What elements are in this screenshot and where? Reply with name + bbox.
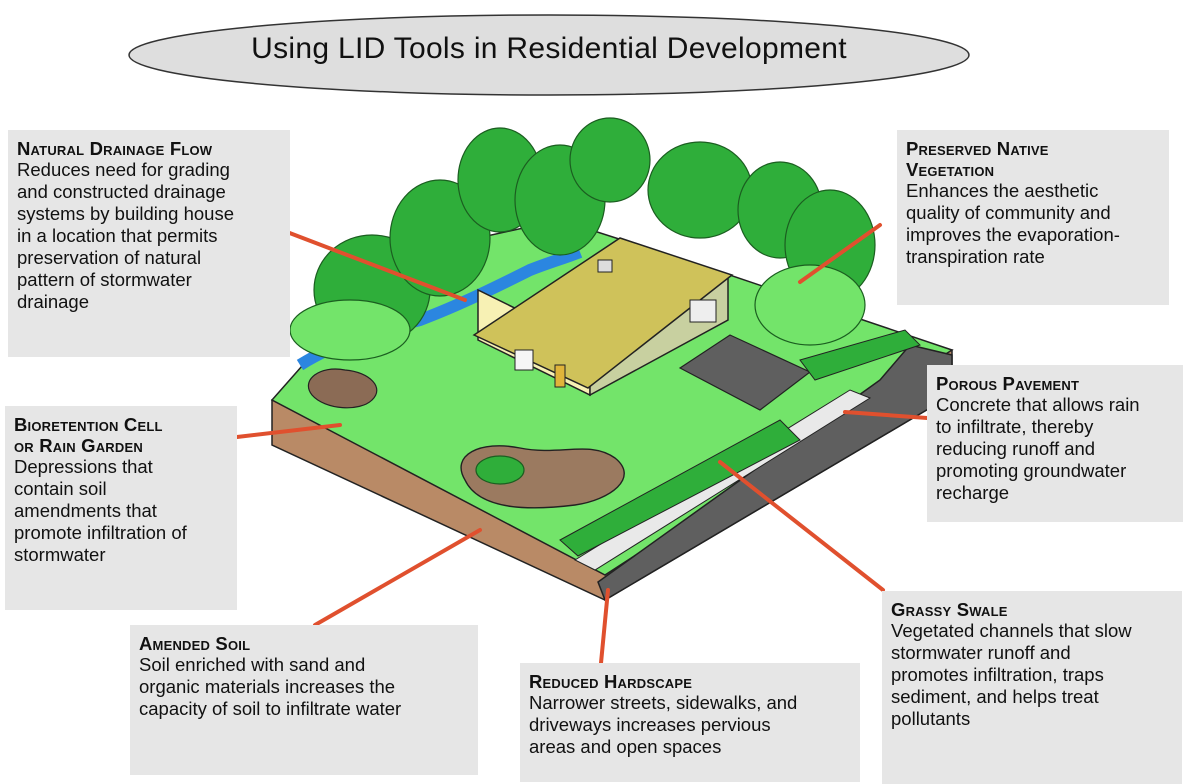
label-line: improves the evaporation- [906,224,1120,245]
label-line: quality of community and [906,202,1111,223]
label-line: Soil enriched with sand and [139,654,366,675]
label-reduced-hardscape: Reduced Hardscape Narrower streets, side… [520,663,860,782]
arrow-grassy-swale [718,460,885,592]
label-line: promoting groundwater [936,460,1127,481]
label-line: in a location that permits [17,225,218,246]
label-bioretention: Bioretention Cell or Rain Garden Depress… [5,406,237,610]
label-native-vegetation: Preserved Native Vegetation Enhances the… [897,130,1169,305]
label-line: capacity of soil to infiltrate water [139,698,402,719]
label-heading: Reduced Hardscape [529,671,693,692]
label-line: preservation of natural [17,247,202,268]
label-line: Vegetated channels that slow [891,620,1132,641]
label-line: driveways increases pervious [529,714,771,735]
label-amended-soil: Amended Soil Soil enriched with sand and… [130,625,478,775]
label-heading: Vegetation [906,159,995,180]
label-line: to infiltrate, thereby [936,416,1094,437]
label-porous-pavement: Porous Pavement Concrete that allows rai… [927,365,1183,522]
label-line: transpiration rate [906,246,1045,267]
arrow-amended-soil [313,528,482,627]
label-line: Enhances the aesthetic [906,180,1099,201]
arrow-reduced-hardscape [599,588,610,665]
label-line: pollutants [891,708,971,729]
door [554,364,566,388]
window [514,349,534,371]
label-line: stormwater [14,544,106,565]
label-heading: Grassy Swale [891,599,1008,620]
label-line: sediment, and helps treat [891,686,1099,707]
label-line: systems by building house [17,203,234,224]
diagram-title: Using LID Tools in Residential Developme… [251,32,847,65]
label-line: drainage [17,291,90,312]
label-heading: Amended Soil [139,633,251,654]
label-line: organic materials increases the [139,676,396,697]
pointer-arrows [235,223,929,665]
label-line: promotes infiltration, traps [891,664,1104,685]
label-line: Reduces need for grading [17,159,230,180]
trees [289,117,876,485]
rain-garden [307,368,378,409]
arrow-porous-pavement [843,410,929,420]
label-grassy-swale: Grassy Swale Vegetated channels that slo… [882,591,1182,784]
label-line: Depressions that [14,456,153,477]
swale [559,419,801,557]
garage-door [689,299,717,323]
arrow-native-vegetation [798,223,882,284]
label-line: stormwater runoff and [891,642,1071,663]
label-heading: Porous Pavement [936,373,1080,394]
title-ellipse [128,14,970,96]
label-natural-drainage: Natural Drainage Flow Reduces need for g… [8,130,290,357]
label-line: promote infiltration of [14,522,187,543]
label-line: contain soil [14,478,107,499]
label-heading: Natural Drainage Flow [17,138,213,159]
label-line: amendments that [14,500,157,521]
label-heading: Preserved Native [906,138,1049,159]
arrow-bioretention [235,423,342,439]
label-line: reducing runoff and [936,438,1096,459]
label-line: areas and open spaces [529,736,722,757]
house-roof [472,237,734,389]
road [597,344,953,602]
label-heading: or Rain Garden [14,435,143,456]
arrow-natural-drainage [285,230,467,302]
label-line: Narrower streets, sidewalks, and [529,692,798,713]
label-line: Concrete that allows rain [936,394,1140,415]
chimney [597,259,613,273]
label-line: and constructed drainage [17,181,226,202]
label-heading: Bioretention Cell [14,414,163,435]
swale-upper [799,329,921,381]
label-line: recharge [936,482,1010,503]
label-line: pattern of stormwater [17,269,192,290]
